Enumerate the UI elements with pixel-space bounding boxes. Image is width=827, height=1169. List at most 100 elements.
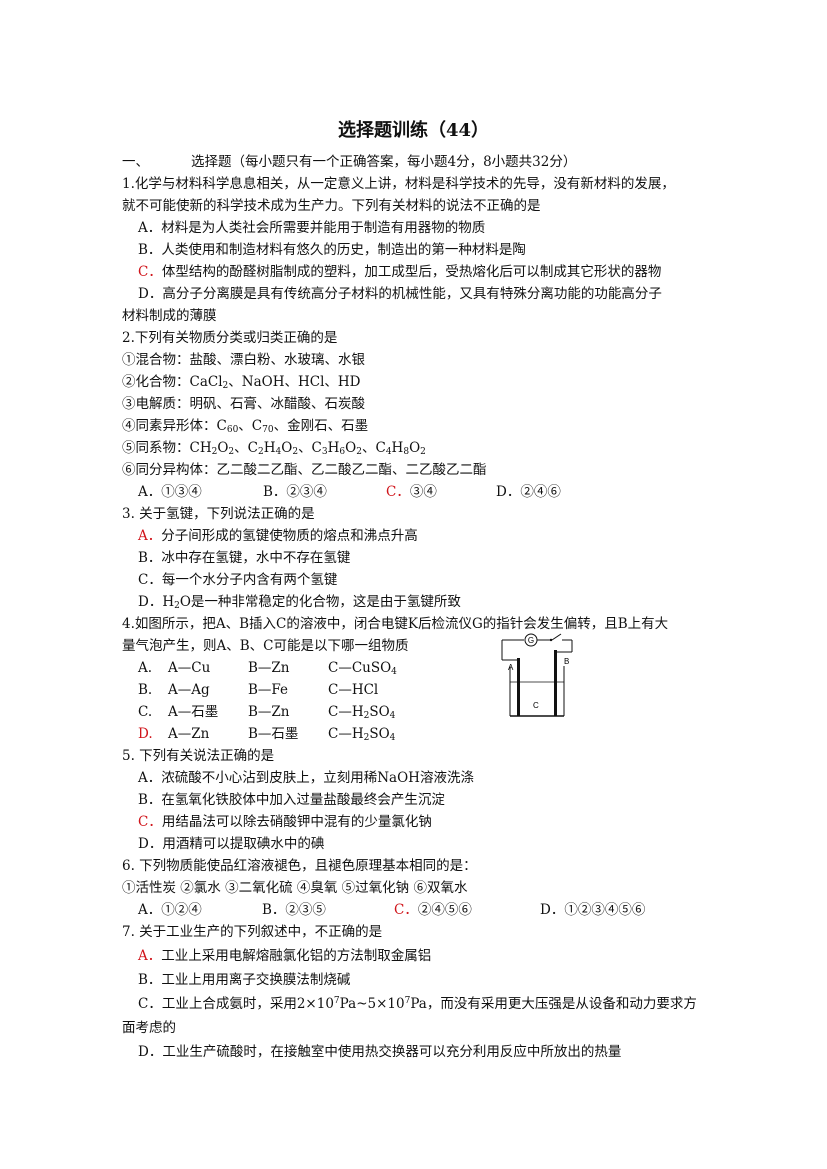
q3-option-c: C．每一个水分子内含有两个氢键 <box>138 572 338 588</box>
galvanic-cell-diagram: G A B C <box>501 633 573 717</box>
q4-option-c-value: C—CuSO4 <box>328 658 397 678</box>
q6-option-d: D．①②③④⑤⑥ <box>540 902 646 918</box>
q3-option-d: D．H2O是一种非常稳定的化合物，这是由于氢键所致 <box>138 592 461 612</box>
formula-part: C—H <box>328 704 364 720</box>
solution-label: C <box>533 701 539 710</box>
q5-option-c-text: 用结晶法可以除去硝酸钾中混有的少量氯化钠 <box>161 814 432 830</box>
subscript: 8 <box>403 447 410 457</box>
section-number: 一、 <box>122 154 149 170</box>
q7-option-d: D．工业生产硫酸时，在接触室中使用热交换器可以充分利用反应中所放出的热量 <box>138 1044 622 1060</box>
q1-option-c-text: 体型结构的酚醛树脂制成的塑料，加工成型后，受热熔化后可以制成其它形状的器物 <box>161 264 662 280</box>
subscript: 6 <box>339 447 346 457</box>
subscript: 4 <box>385 447 392 457</box>
q4-option-mark: B. <box>138 682 153 698</box>
subscript: 2 <box>292 447 299 457</box>
q4-option-b-value: B—Zn <box>248 660 290 676</box>
formula-part: H <box>327 440 340 456</box>
q2-option-a: A．①③④ <box>138 484 202 500</box>
q1-option-b: B．人类使用和制造材料有悠久的历史，制造出的第一种材料是陶 <box>138 242 526 258</box>
q3-option-a-text: 分子间形成的氢键使物质的熔点和沸点升高 <box>161 528 418 544</box>
answer-mark: C． <box>138 264 162 280</box>
q4-stem-line2: 量气泡产生，则A、B、C可能是以下哪一组物质 <box>122 638 409 654</box>
q2-item-2: ②化合物：CaCl2、NaOH、HCl、HD <box>122 372 360 392</box>
electrode-b <box>554 650 557 716</box>
q6-option-a: A．①②④ <box>138 902 202 918</box>
q4-option-a-value: A—Cu <box>168 660 211 676</box>
switch-lever <box>551 633 562 641</box>
answer-mark: C． <box>394 902 418 918</box>
subscript: 2 <box>228 447 235 457</box>
formula-part: C—CuSO <box>328 660 392 676</box>
q3-option-d-text: D．H <box>138 594 175 610</box>
subscript: 2 <box>363 733 370 743</box>
q2-item-2-text: 、NaOH、HCl、HD <box>228 374 361 390</box>
q3-option-b: B．冰中存在氢键，水中不存在氢键 <box>138 550 351 566</box>
q3-option-d-text: O是一种非常稳定的化合物，这是由于氢键所致 <box>179 594 461 610</box>
q4-option-mark: A. <box>138 660 153 676</box>
answer-mark: D. <box>138 726 153 742</box>
q7-option-c-line1: C．工业上合成氨时，采用2×107Pa~5×107Pa，而没有采用更大压强是从设… <box>138 994 697 1014</box>
answer-mark: C． <box>386 484 410 500</box>
answer-mark: C． <box>138 814 162 830</box>
q2-item-5: ⑤同系物：CH2O2、C2H4O2、C3H6O2、C4H8O2 <box>122 438 426 458</box>
q2-option-b: B．②③④ <box>263 484 327 500</box>
q6-stem: 6. 下列物质能使品红溶液褪色，且褪色原理基本相同的是： <box>122 858 477 874</box>
q5-stem: 5. 下列有关说法正确的是 <box>122 748 275 764</box>
q4-option-b-value: B—Fe <box>248 682 289 698</box>
subscript: 2 <box>363 711 370 721</box>
page-title: 选择题训练（44） <box>337 120 490 141</box>
q2-item-3: ③电解质：明矾、石膏、冰醋酸、石炭酸 <box>122 396 365 412</box>
superscript: 7 <box>333 996 340 1006</box>
subscript: 70 <box>262 425 274 435</box>
q4-option-a-value: A—石墨 <box>168 704 219 720</box>
electrode-b-label: B <box>564 657 569 666</box>
formula-part: 、C <box>298 440 322 456</box>
subscript: 60 <box>226 425 239 435</box>
q2-option-d: D．②④⑥ <box>496 484 561 500</box>
q5-option-d: D．用酒精可以提取碘水中的碘 <box>138 836 325 852</box>
subscript: 4 <box>389 711 396 721</box>
q2-item-2-text: ②化合物：CaCl <box>122 374 223 390</box>
q7-option-c-text: Pa，而没有采用更大压强是从设备和动力要求方 <box>410 996 697 1012</box>
q3-option-a: A．分子间形成的氢键使物质的熔点和沸点升高 <box>138 526 418 546</box>
section-text: 选择题（每小题只有一个正确答案，每小题4分，8小题共32分） <box>191 154 577 170</box>
subscript: 3 <box>321 447 328 457</box>
q2-item-4: ④同素异形体：C60、C70、金刚石、石墨 <box>122 416 368 436</box>
q2-option-c: C．③④ <box>386 482 437 502</box>
formula-part: ⑤同系物：CH <box>122 440 212 456</box>
q4-option-c-value: C—HCl <box>328 682 379 698</box>
superscript: 7 <box>404 996 411 1006</box>
q4-option-c-value: C—H2SO4 <box>328 702 395 722</box>
q1-option-d-line2: 材料制成的薄膜 <box>122 308 217 324</box>
galvanometer-label: G <box>528 636 534 645</box>
q4-option-a-value: A—Ag <box>168 682 210 698</box>
q1-option-d-line1: D．高分子分离膜是具有传统高分子材料的机械性能，又具有特殊分离功能的功能高分子 <box>138 286 662 302</box>
q5-option-a: A．浓硫酸不小心沾到皮肤上，立刻用稀NaOH溶液洗涤 <box>138 770 474 786</box>
subscript: 2 <box>258 447 264 457</box>
q7-option-a: A．工业上采用电解熔融氯化铝的方法制取金属铝 <box>138 946 431 966</box>
q2-item-1: ①混合物：盐酸、漂白粉、水玻璃、水银 <box>122 352 365 368</box>
formula-part: H <box>263 440 276 456</box>
electrode-a-label: A <box>508 663 514 672</box>
q5-option-c: C．用结晶法可以除去硝酸钾中混有的少量氯化钠 <box>138 812 432 832</box>
q7-option-b: B．工业上用用离子交换膜法制烧碱 <box>138 972 351 988</box>
answer-mark: A． <box>138 528 162 544</box>
q2-item-4-text: ④同素异形体：C <box>122 418 227 434</box>
formula-part: SO <box>369 726 390 742</box>
q6-option-c-text: ②④⑤⑥ <box>417 902 472 918</box>
section-heading: 一、 选择题（每小题只有一个正确答案，每小题4分，8小题共32分） <box>122 152 576 172</box>
formula-part: 、C <box>234 440 258 456</box>
subscript: 2 <box>356 447 362 457</box>
subscript: 2 <box>222 381 229 391</box>
subscript: 4 <box>275 447 282 457</box>
formula-part: 、C <box>361 440 386 456</box>
subscript: 2 <box>211 447 218 457</box>
q2-option-c-text: ③④ <box>409 484 437 500</box>
q4-option-b-value: B—Zn <box>248 704 290 720</box>
formula-part: H <box>391 440 404 456</box>
q7-option-a-text: 工业上采用电解熔融氯化铝的方法制取金属铝 <box>161 948 432 964</box>
q1-option-c: C．体型结构的酚醛树脂制成的塑料，加工成型后，受热熔化后可以制成其它形状的器物 <box>138 262 661 282</box>
q4-option-mark: C. <box>138 704 153 720</box>
q7-option-c-text: Pa <box>339 996 357 1012</box>
